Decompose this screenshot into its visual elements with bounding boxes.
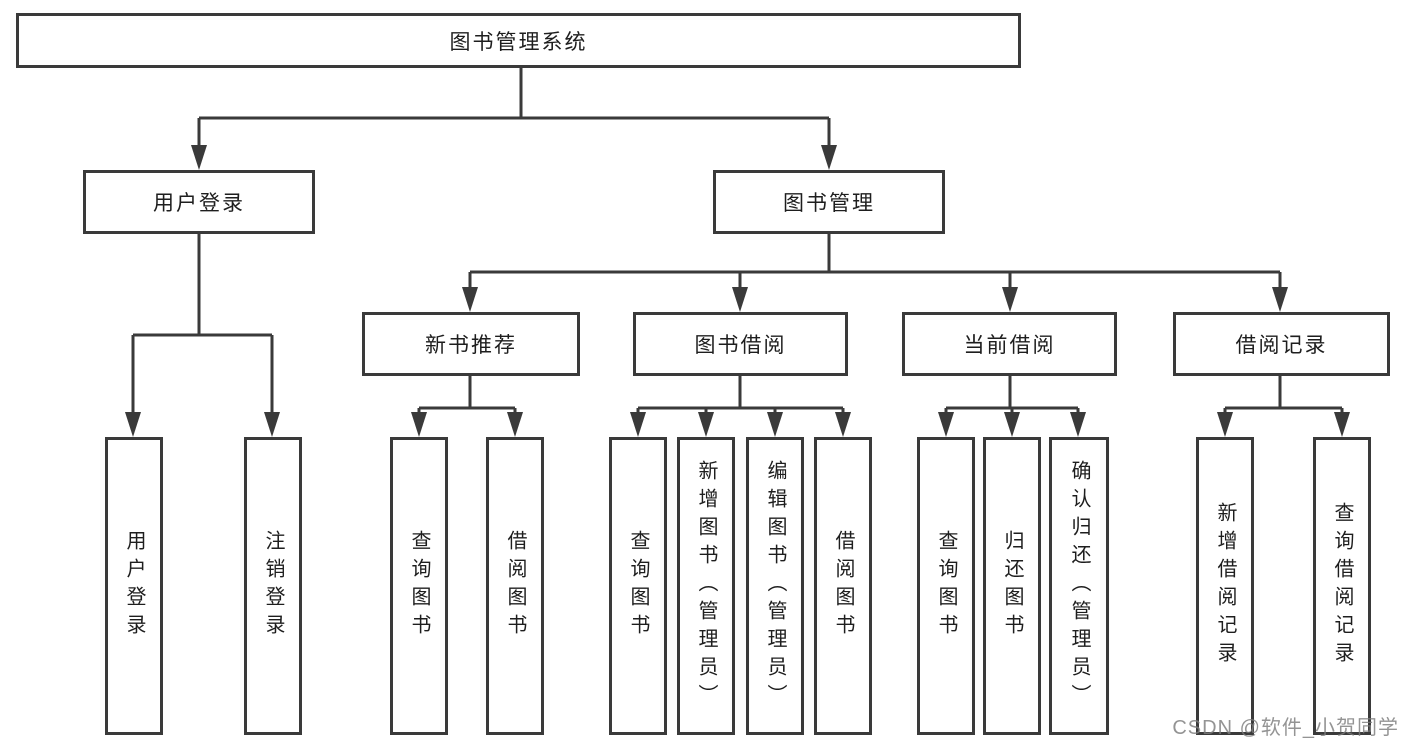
node-leaf-cb-return-books: 归还图书: [983, 437, 1041, 735]
node-leaf-br-query-record-label: 查询借阅记录: [1331, 502, 1353, 670]
node-new-book-recommend-label: 新书推荐: [425, 334, 517, 357]
node-leaf-nb-borrow-books-label: 借阅图书: [504, 530, 526, 642]
node-leaf-cb-confirm-return-admin-label: 确认归还（管理员）: [1068, 460, 1090, 712]
node-borrowing-records-label: 借阅记录: [1235, 334, 1328, 357]
node-leaf-bb-edit-books-admin-label: 编辑图书（管理员）: [764, 460, 786, 712]
node-leaf-cb-query-books-label: 查询图书: [935, 530, 957, 642]
node-leaf-bb-edit-books-admin: 编辑图书（管理员）: [746, 437, 804, 735]
node-leaf-nb-query-books-label: 查询图书: [408, 530, 430, 642]
node-leaf-cb-confirm-return-admin: 确认归还（管理员）: [1049, 437, 1109, 735]
node-root-system-label: 图书管理系统: [449, 30, 588, 54]
node-borrowing-records: 借阅记录: [1173, 312, 1390, 376]
node-leaf-br-add-record: 新增借阅记录: [1196, 437, 1254, 735]
node-user-login-group-label: 用户登录: [153, 192, 245, 215]
csdn-watermark: CSDN @软件_小贺同学: [1172, 717, 1399, 739]
node-leaf-bb-borrow-books-label: 借阅图书: [832, 530, 854, 642]
node-leaf-user-login: 用户登录: [105, 437, 163, 735]
node-leaf-user-login-label: 用户登录: [123, 530, 145, 642]
node-current-borrowing-label: 当前借阅: [963, 334, 1056, 357]
node-book-borrowing-label: 图书借阅: [694, 334, 787, 357]
node-leaf-cb-return-books-label: 归还图书: [1001, 530, 1023, 642]
node-leaf-nb-query-books: 查询图书: [390, 437, 448, 735]
node-leaf-br-add-record-label: 新增借阅记录: [1214, 502, 1236, 670]
node-book-borrowing: 图书借阅: [633, 312, 848, 376]
node-leaf-nb-borrow-books: 借阅图书: [486, 437, 544, 735]
node-leaf-cb-query-books: 查询图书: [917, 437, 975, 735]
node-current-borrowing: 当前借阅: [902, 312, 1117, 376]
node-new-book-recommend: 新书推荐: [362, 312, 580, 376]
node-book-management: 图书管理: [713, 170, 945, 234]
node-leaf-logout-label: 注销登录: [262, 530, 284, 642]
node-leaf-br-query-record: 查询借阅记录: [1313, 437, 1371, 735]
node-leaf-logout: 注销登录: [244, 437, 302, 735]
node-leaf-bb-borrow-books: 借阅图书: [814, 437, 872, 735]
node-book-management-label: 图书管理: [783, 192, 875, 215]
node-leaf-bb-query-books: 查询图书: [609, 437, 667, 735]
node-user-login-group: 用户登录: [83, 170, 315, 234]
node-leaf-bb-add-books-admin: 新增图书（管理员）: [677, 437, 735, 735]
node-root-system: 图书管理系统: [16, 13, 1021, 68]
node-leaf-bb-add-books-admin-label: 新增图书（管理员）: [695, 460, 717, 712]
node-leaf-bb-query-books-label: 查询图书: [627, 530, 649, 642]
